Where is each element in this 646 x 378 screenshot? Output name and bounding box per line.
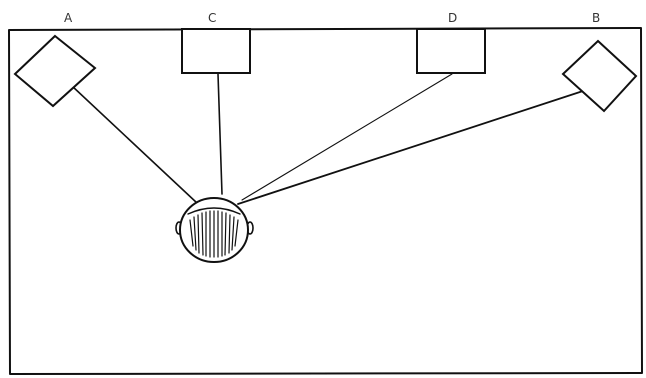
line-to-speaker-d: [241, 73, 453, 201]
speaker-b: [561, 39, 638, 113]
label-d: D: [448, 11, 457, 25]
line-to-speaker-c: [217, 73, 223, 195]
speaker-d: [416, 28, 486, 74]
line-to-speaker-a: [71, 85, 198, 204]
label-c: C: [208, 11, 216, 25]
speaker-a: [13, 34, 97, 108]
sight-lines: [71, 73, 584, 205]
label-a: A: [64, 11, 73, 25]
speaker-c: [181, 28, 251, 74]
room-outline: [8, 27, 643, 375]
label-b: B: [592, 11, 600, 25]
line-to-speaker-b: [237, 90, 584, 205]
listener-head: [175, 197, 254, 263]
hair-strands: [189, 210, 239, 258]
